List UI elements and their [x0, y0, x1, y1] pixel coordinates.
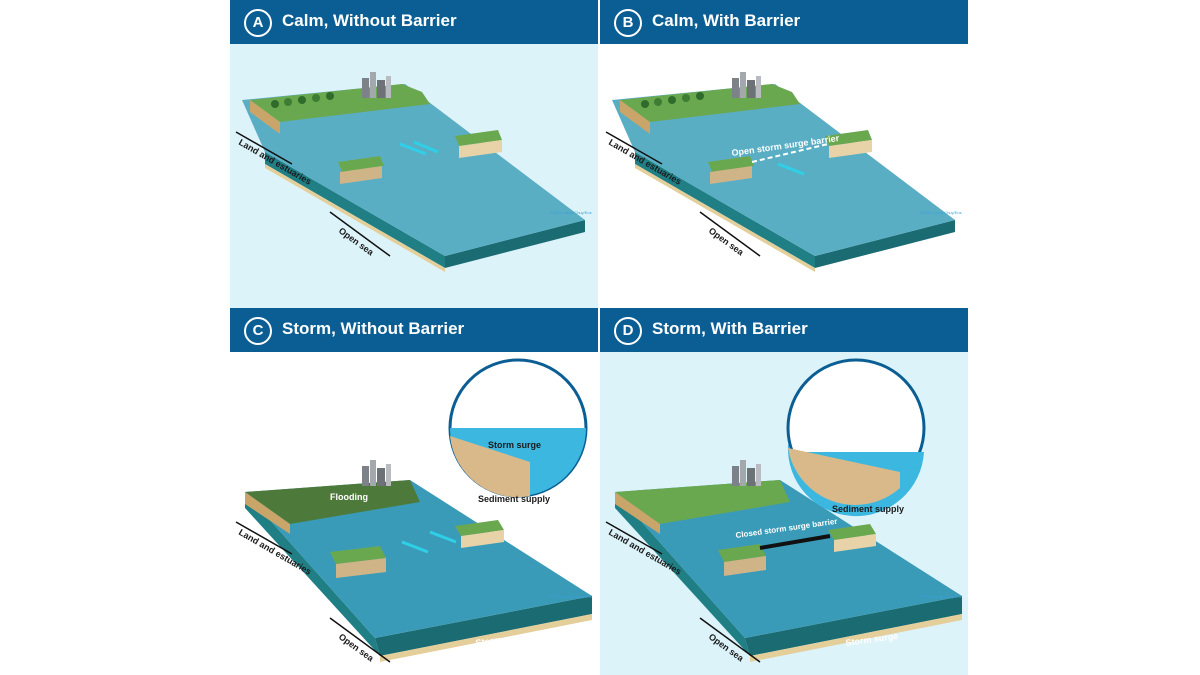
left-headland-cliff	[340, 166, 382, 184]
estuary-diagram: Open storm surge barrier Land and estuar…	[605, 72, 962, 272]
panel-title: Calm, With Barrier	[652, 11, 801, 30]
panel-calm-with-barrier: B Calm, With Barrier Open storm surge ba	[600, 0, 968, 308]
credit-text: ©2021 Laura Chuy/Eos	[550, 594, 592, 599]
city-icon	[732, 72, 761, 98]
land-cliff	[245, 492, 290, 534]
sand-bottom	[265, 164, 445, 272]
left-headland	[338, 156, 384, 172]
base-side-face	[815, 220, 955, 268]
panel-letter-badge: B	[614, 9, 642, 37]
trees-icon	[641, 92, 704, 108]
sea-arrow	[329, 617, 391, 663]
water-surface	[612, 84, 955, 256]
flooding-label: Flooding	[330, 492, 368, 502]
base-front-face	[265, 152, 445, 268]
panel-calm-without-barrier: A Calm, Without Barrier Land and estuari	[230, 0, 598, 308]
panel-header: D Storm, With Barrier	[600, 308, 968, 352]
land-arrow	[235, 131, 293, 165]
inset-storm-surge-label: Storm surge	[488, 440, 541, 450]
inset-sediment-label: Sediment supply	[832, 504, 904, 514]
land-arrow	[235, 521, 293, 555]
sea-arrow	[699, 211, 761, 257]
panel-letter-badge: C	[244, 317, 272, 345]
panel-title: Storm, Without Barrier	[282, 319, 465, 338]
panel-header: B Calm, With Barrier	[600, 0, 968, 44]
right-headland-cliff	[829, 140, 872, 158]
inset-sand	[450, 436, 530, 498]
right-headland	[455, 130, 502, 146]
left-headland-cliff	[710, 166, 752, 184]
base-front-face	[615, 492, 750, 656]
sand-bottom	[380, 614, 592, 662]
open-barrier-line	[751, 143, 829, 163]
estuary-diagram: Storm surge Sediment supply Flooding Sto…	[235, 358, 592, 664]
trees-icon	[271, 92, 334, 108]
sand-bottom	[750, 614, 962, 662]
land-arrow	[605, 521, 663, 555]
water-surface	[242, 84, 585, 256]
right-headland	[828, 524, 876, 540]
base-side-face	[445, 220, 585, 268]
estuary-diagram: Sediment supply Closed storm surge barri…	[605, 358, 962, 664]
land-arrow	[605, 131, 663, 165]
estuary-diagram: Land and estuaries Open sea ©2021 Laura …	[235, 72, 592, 272]
flow-arrows	[777, 162, 805, 176]
flow-arrows	[399, 140, 439, 156]
water-surface	[615, 480, 962, 638]
credit-text: ©2021 Laura Chuy/Eos	[920, 210, 962, 215]
right-headland-cliff	[461, 530, 504, 548]
flooded-land-area	[245, 480, 420, 524]
base-front-face	[245, 492, 380, 656]
right-headland	[825, 130, 872, 146]
right-headland	[455, 520, 504, 536]
left-headland-cliff	[724, 556, 766, 576]
land-cliff	[250, 100, 280, 134]
closed-barrier	[759, 534, 831, 550]
land-area	[615, 480, 790, 524]
credit-text: ©2021 Laura Chuy/Eos	[920, 594, 962, 599]
right-headland-cliff	[834, 534, 876, 552]
inset-sand	[788, 448, 900, 505]
sand-bottom	[635, 164, 815, 272]
land-cliff	[615, 492, 660, 534]
panel-letter-badge: A	[244, 9, 272, 37]
water-surface	[245, 480, 592, 638]
base-side-face	[375, 596, 592, 656]
panel-title: Storm, With Barrier	[652, 319, 808, 338]
panel-header: C Storm, Without Barrier	[230, 308, 598, 352]
land-cliff	[620, 100, 650, 134]
left-headland-cliff	[336, 558, 386, 578]
sea-arrow	[329, 211, 391, 257]
sea-arrow	[699, 617, 761, 663]
base-side-face	[745, 596, 962, 656]
city-icon	[362, 72, 391, 98]
panel-letter-badge: D	[614, 317, 642, 345]
left-headland	[330, 546, 386, 564]
right-headland-cliff	[459, 140, 502, 158]
panel-storm-with-barrier: D Storm, With Barrier Sediment supply Cl…	[600, 308, 968, 675]
left-headland	[708, 156, 754, 172]
flow-arrows	[401, 530, 457, 554]
panel-header: A Calm, Without Barrier	[230, 0, 598, 44]
inset-sediment-label: Sediment supply	[478, 494, 550, 504]
panel-title: Calm, Without Barrier	[282, 11, 457, 30]
credit-text: ©2021 Laura Chuy/Eos	[550, 210, 592, 215]
base-front-face	[635, 152, 815, 268]
left-headland	[718, 544, 766, 562]
panel-storm-without-barrier: C Storm, Without Barrier Storm surge Sed…	[230, 308, 598, 675]
city-icon	[732, 460, 761, 486]
city-icon	[362, 460, 391, 486]
